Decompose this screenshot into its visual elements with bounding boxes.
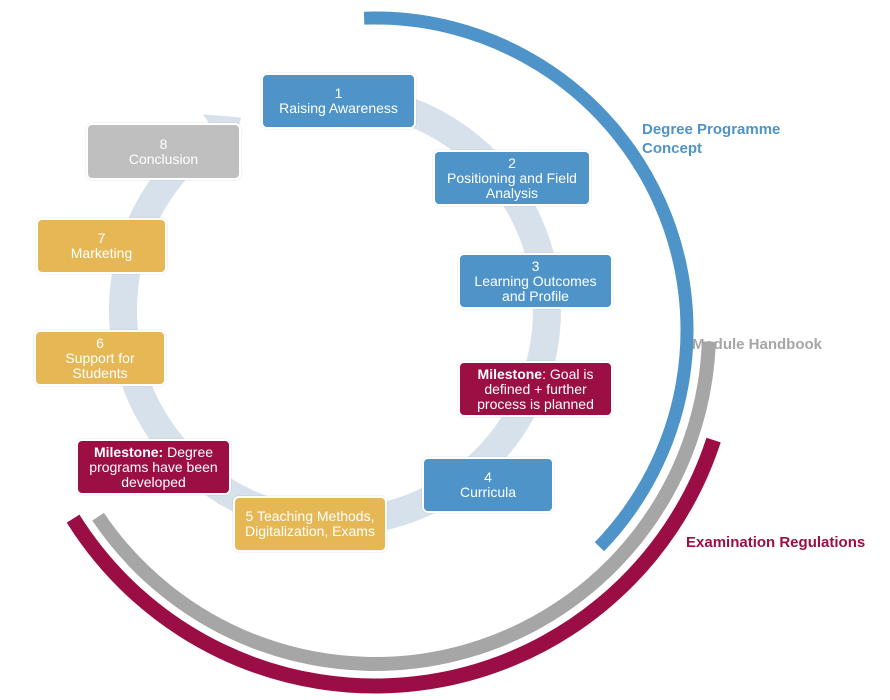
milestone-desc: Degree programs have been developed xyxy=(89,443,218,490)
step-label: Curricula xyxy=(459,484,516,500)
milestone-developed-box: Milestone: Degree programs have been dev… xyxy=(76,439,231,495)
degree-programme-arc xyxy=(363,11,694,552)
milestone-desc: : Goal is defined + further process is p… xyxy=(477,365,594,412)
milestone-goal-box: Milestone: Goal is defined + further pro… xyxy=(458,361,613,417)
step-label: Support for Students xyxy=(65,349,135,381)
step-8-box: 8 Conclusion xyxy=(86,123,241,180)
step-label: Positioning and Field Analysis xyxy=(447,169,577,201)
milestone-text: Milestone: Degree programs have been dev… xyxy=(84,443,224,490)
step-number: 7 xyxy=(97,230,106,246)
step-number: 8 xyxy=(159,135,168,152)
step-7-box: 7 Marketing xyxy=(36,218,167,274)
step-number: 6 xyxy=(96,334,104,351)
step-6-box: 6 Support for Students xyxy=(34,330,166,386)
step-label: Raising Awareness xyxy=(279,100,398,116)
step-3-box: 3 Learning Outcomes and Profile xyxy=(458,253,613,309)
module-handbook-arc xyxy=(92,341,716,671)
step-number: 5 xyxy=(245,508,254,524)
milestone-text: Milestone: Goal is defined + further pro… xyxy=(466,365,606,412)
step-5-box: 5 Teaching Methods, Digitalization, Exam… xyxy=(233,496,387,552)
step-number: 4 xyxy=(484,469,492,485)
degree-programme-label: Degree Programme Concept xyxy=(642,121,781,157)
examination-regulations-label: Examination Regulations xyxy=(686,534,866,551)
milestone-bold: Milestone: xyxy=(93,443,164,460)
step-1-box: 1 Raising Awareness xyxy=(261,73,416,129)
step-label: Marketing xyxy=(70,245,133,261)
step-number: 2 xyxy=(508,154,516,171)
examination-regulations-arc xyxy=(66,437,721,694)
module-handbook-label: Module Handbook xyxy=(692,336,822,353)
step-label: Learning Outcomes and Profile xyxy=(474,272,597,304)
step-label: Teaching Methods, Digitalization, Exams xyxy=(245,508,375,539)
step-number: 3 xyxy=(531,257,540,274)
step-label: Conclusion xyxy=(128,150,199,167)
milestone-bold: Milestone xyxy=(477,365,543,382)
step-4-box: 4 Curricula xyxy=(422,457,554,513)
step-2-box: 2 Positioning and Field Analysis xyxy=(433,150,591,206)
step-number: 1 xyxy=(334,85,343,101)
step-text: 5 Teaching Methods, Digitalization, Exam… xyxy=(240,509,380,539)
